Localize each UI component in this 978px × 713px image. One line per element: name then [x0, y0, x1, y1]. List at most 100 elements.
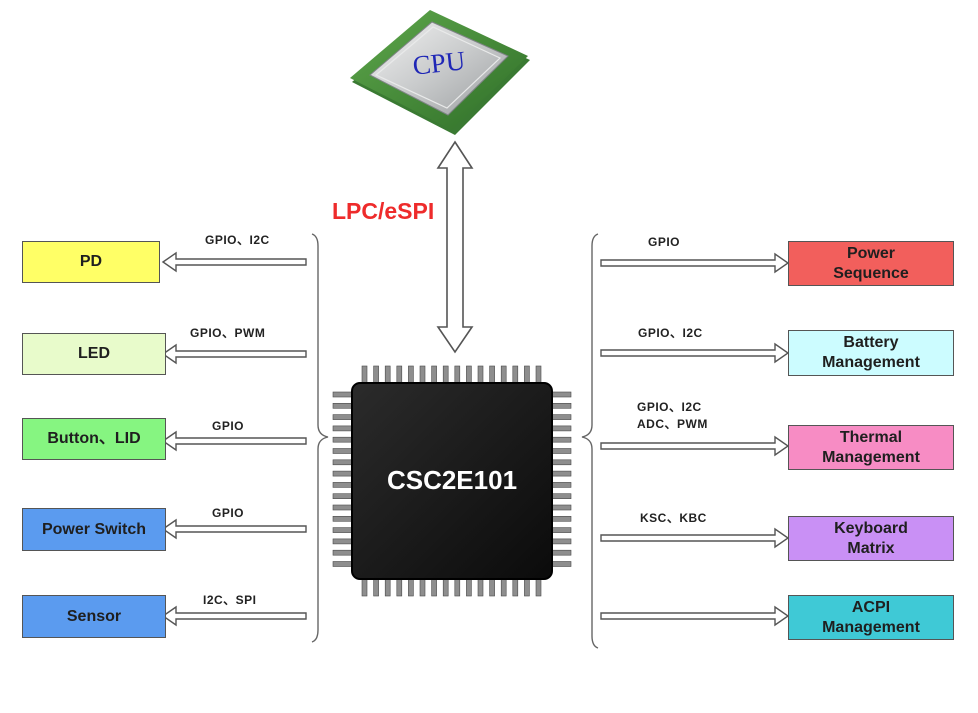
interface-label: GPIO [212, 419, 245, 433]
chip-pin [551, 527, 572, 533]
chip-pin [442, 578, 449, 597]
cpu-icon [350, 10, 530, 135]
block-label: Sensor [66, 607, 122, 625]
chip-pin [332, 538, 353, 545]
chip-pin [332, 436, 353, 443]
chip-pin [361, 365, 368, 384]
left-bracket [311, 233, 329, 643]
chip-pin [373, 365, 379, 384]
interface-label: I2C、SPI [203, 593, 257, 607]
chip-pin [551, 493, 572, 500]
chip-pin [454, 365, 461, 384]
chip-pin [551, 504, 572, 511]
chip-pin [332, 504, 353, 511]
block-sensor: Sensor [22, 595, 166, 638]
interface-label: KSC、KBC [640, 511, 707, 525]
block-label: Power Switch [41, 520, 147, 538]
chip-pin [454, 578, 461, 597]
connection-arrow [161, 518, 307, 540]
chip-pin [551, 436, 572, 443]
chip-pin [332, 482, 353, 488]
chip-pin [477, 365, 484, 384]
chip-pin [332, 425, 353, 432]
chip-pin [361, 578, 368, 597]
interface-label: GPIO、I2C [205, 233, 270, 247]
block-label: Button、LID [47, 430, 141, 447]
chip-pins-left [332, 391, 353, 567]
connection-arrow [600, 435, 790, 457]
connection-arrow [161, 343, 307, 365]
chip-pin [524, 365, 530, 384]
chip-pin [512, 578, 519, 597]
chip-pin [512, 365, 519, 384]
block-pd: PD [22, 241, 160, 283]
connection-arrow [161, 605, 307, 627]
connection-arrow [600, 605, 790, 627]
chip-pin [332, 493, 353, 500]
chip-pin [431, 365, 437, 384]
chip-pin [551, 515, 572, 522]
chip-pin [551, 549, 572, 556]
right-bracket [581, 233, 599, 649]
left-arrows [161, 251, 307, 627]
chip-pin [535, 578, 542, 597]
block-led: LED [22, 333, 166, 375]
block-label: LED [78, 345, 110, 362]
chip-pin [332, 448, 353, 454]
chip-pins-right [551, 391, 572, 567]
connection-arrow [600, 527, 790, 549]
chip-pin [551, 425, 572, 432]
chip-pin [489, 365, 495, 384]
chip-pin [408, 578, 414, 597]
chip-pin [332, 549, 353, 556]
chip-pin [551, 402, 572, 409]
chip-pin [332, 515, 353, 522]
chip-pin [332, 414, 353, 420]
chip-pin [551, 391, 572, 398]
chip-pin [551, 414, 572, 420]
interface-label: GPIO、I2C [638, 326, 703, 340]
connection-arrow [600, 342, 790, 364]
chip-pin [551, 448, 572, 454]
chip-pin [500, 578, 507, 597]
chip-pin [373, 578, 379, 597]
chip-pin [477, 578, 484, 597]
connection-arrow [161, 430, 307, 452]
chip-pin [419, 578, 426, 597]
chip-pin [384, 365, 391, 384]
chip-pin [384, 578, 391, 597]
chip-pin [396, 365, 403, 384]
chip-pin [551, 482, 572, 488]
chip-label: CSC2E101 [386, 465, 518, 495]
chip-pins-top [361, 365, 542, 384]
chip-pins-bottom [361, 578, 542, 597]
chip-pin [466, 365, 472, 384]
interface-label: GPIO、PWM [190, 326, 266, 340]
chip-pin [500, 365, 507, 384]
chip-pin [332, 470, 353, 477]
right-arrows [600, 252, 790, 627]
chip-pin [332, 527, 353, 533]
chip-pin [466, 578, 472, 597]
chip-pin [332, 459, 353, 466]
chip-pin [535, 365, 542, 384]
block-button-lid: Button、LID [22, 418, 166, 460]
connection-arrow [600, 252, 790, 274]
block-label: PD [79, 253, 103, 270]
chip-pin [524, 578, 530, 597]
bus-label: LPC/eSPI [332, 198, 435, 224]
chip-pin [332, 402, 353, 409]
chip-pin [332, 561, 353, 567]
chip-pin [332, 391, 353, 398]
chip-pin [489, 578, 495, 597]
chip-pin [551, 538, 572, 545]
chip-pin [551, 470, 572, 477]
interface-label: GPIO [212, 506, 245, 520]
